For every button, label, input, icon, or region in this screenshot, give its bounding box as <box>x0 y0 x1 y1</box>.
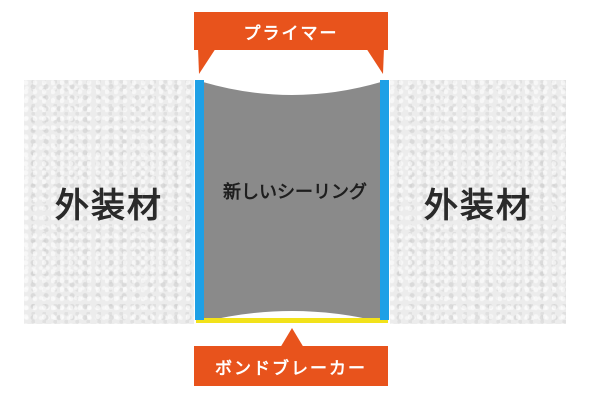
exterior-material-right-label: 外装材 <box>424 185 532 226</box>
primer-pointer-right <box>366 48 384 74</box>
bond-breaker-tape <box>196 318 388 323</box>
sealing-label: 新しいシーリング <box>223 182 367 203</box>
primer-callout: プライマー <box>194 12 388 50</box>
primer-line-right <box>380 80 389 320</box>
bond-breaker-callout: ボンドブレーカー <box>194 346 388 386</box>
exterior-material-left-label: 外装材 <box>55 185 163 226</box>
bond-breaker-pointer <box>280 328 304 348</box>
exterior-material-left: 外装材 <box>24 80 194 324</box>
exterior-material-right: 外装材 <box>390 80 566 324</box>
primer-line-left <box>195 80 204 320</box>
primer-pointer-left <box>198 48 216 74</box>
sealant-body <box>203 82 381 322</box>
